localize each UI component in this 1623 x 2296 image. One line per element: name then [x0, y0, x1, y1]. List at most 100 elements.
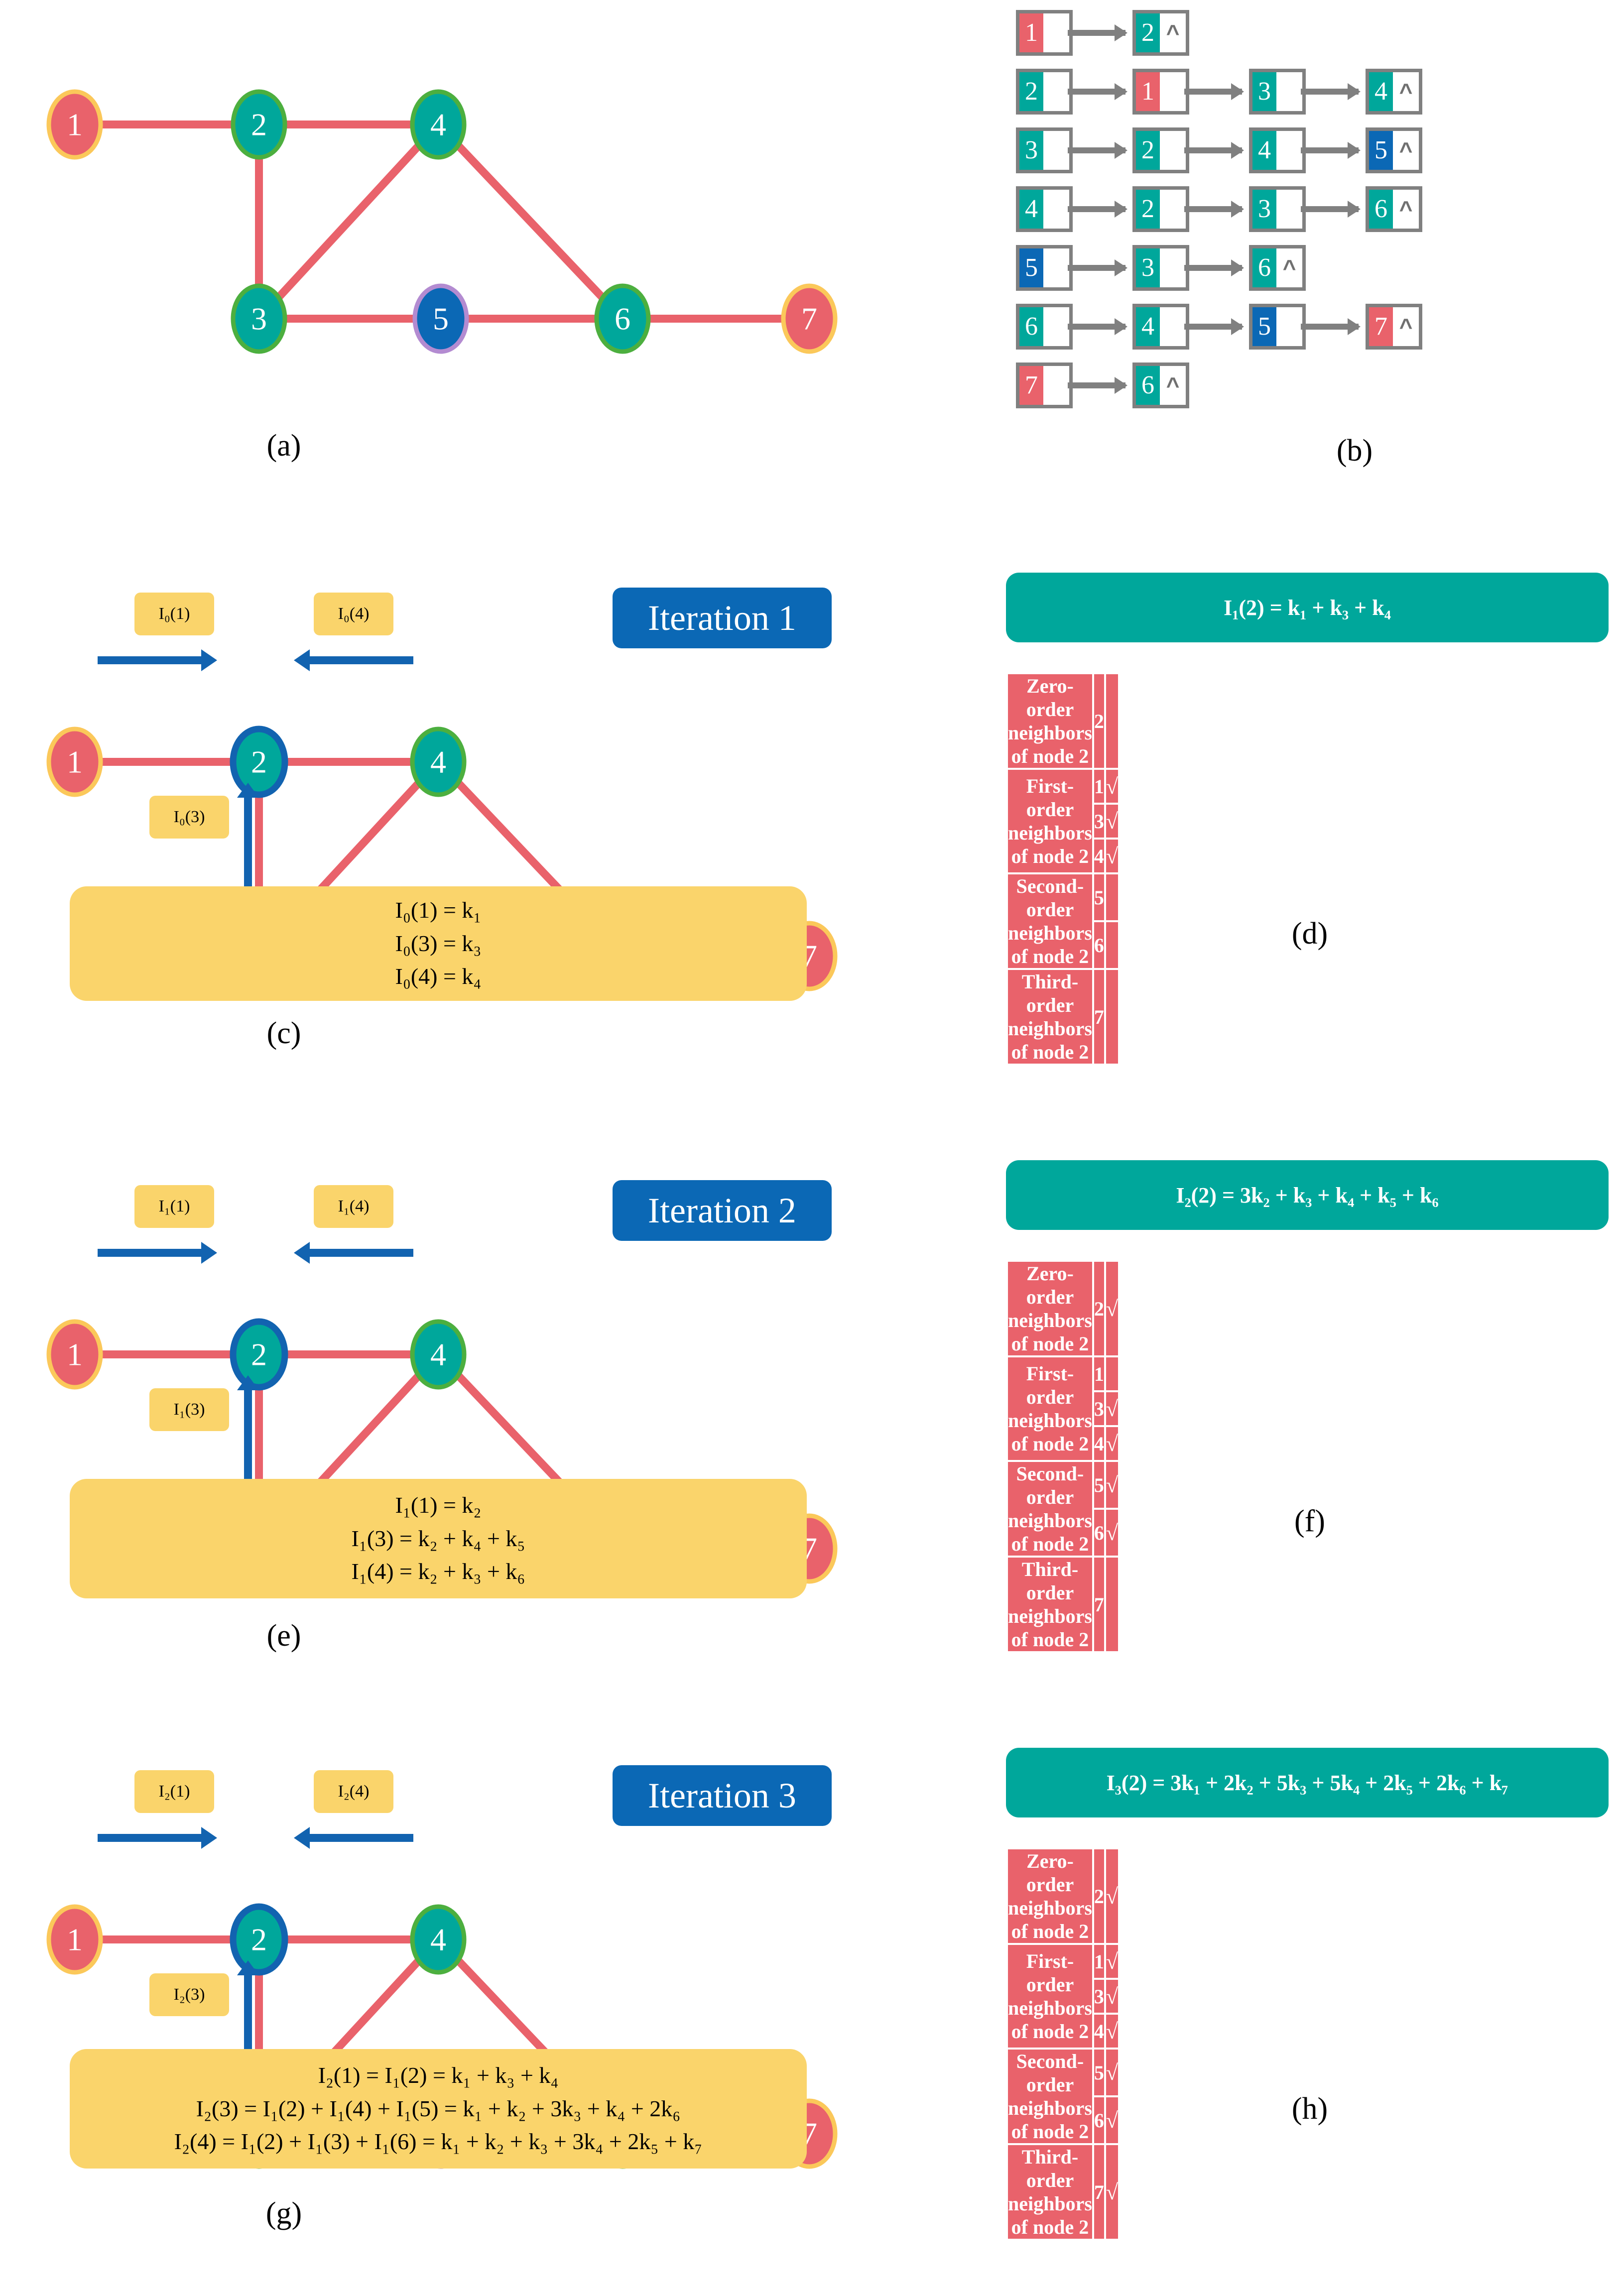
graph-node-3[interactable]: 3	[231, 283, 287, 354]
adjacency-node-id: 3	[1019, 131, 1043, 170]
graph-node-5[interactable]: 5	[412, 283, 469, 354]
adjacency-link-arrow-icon	[1184, 259, 1244, 276]
neighbor-node-id: 1	[1094, 1357, 1104, 1390]
null-pointer-icon: ^	[1393, 190, 1419, 229]
adjacency-link-arrow-icon	[1068, 318, 1127, 335]
graph-node-label-7: 7	[801, 301, 817, 337]
adjacency-node-id: 1	[1136, 72, 1160, 111]
pointer-cell	[1160, 72, 1186, 111]
adjacency-node-id: 5	[1369, 131, 1393, 170]
neighbor-node-id: 7	[1094, 1558, 1104, 1651]
adjacency-cell-7-0: 7	[1016, 363, 1073, 408]
graph-node-4[interactable]: 4	[410, 1319, 467, 1390]
pointer-cell	[1043, 13, 1069, 52]
neighbor-node-id: 5	[1094, 874, 1104, 920]
formula-line-0: I₀(1) = k₁	[395, 897, 482, 923]
graph-node-label-2: 2	[251, 744, 267, 780]
pointer-cell	[1160, 190, 1186, 229]
adjacency-link-arrow-icon	[1184, 201, 1244, 218]
result-header-f: I₂(2) = 3k₂ + k₃ + k₄ + k₅ + k₆	[1006, 1160, 1609, 1230]
checkmark-icon: √	[1106, 1510, 1119, 1556]
adjacency-cell-4-3: 6^	[1366, 186, 1422, 232]
panel-e-caption: (e)	[266, 1619, 301, 1653]
checkmark-icon: √	[1106, 1262, 1119, 1355]
adjacency-link-arrow-icon	[1068, 83, 1127, 100]
adjacency-cell-2-2: 3	[1249, 69, 1306, 115]
pointer-cell	[1276, 131, 1302, 170]
graph-node-label-1: 1	[67, 744, 83, 780]
message-tag-from-4-c: I₀(4)	[314, 593, 393, 635]
graph-node-4[interactable]: 4	[410, 89, 467, 160]
flow-arrow-1-to-2-g	[98, 1827, 217, 1849]
adjacency-link-arrow-icon	[1301, 142, 1361, 159]
adjacency-cell-6-0: 6	[1016, 304, 1073, 350]
panel-a-caption: (a)	[266, 429, 301, 463]
edge-4-6	[434, 121, 626, 323]
null-pointer-icon: ^	[1393, 131, 1419, 170]
pointer-cell	[1043, 72, 1069, 111]
table-row: 3√	[1008, 1980, 1119, 2013]
formula-line-0: I₁(1) = k₂	[395, 1492, 482, 1518]
neighbor-group-label: Third-order neighbors of node 2	[1008, 970, 1092, 1064]
message-tag-from-3-e: I₁(3)	[149, 1388, 229, 1431]
neighbor-node-id: 2	[1094, 674, 1104, 768]
neighbor-group-label: Zero-order neighbors of node 2	[1008, 1849, 1092, 1943]
message-tag-from-4-g: I₂(4)	[314, 1770, 393, 1813]
network-graph-a: 1 2 3 4 5 6 7	[0, 0, 876, 388]
checkmark-icon: √	[1106, 1392, 1119, 1425]
flow-arrow-4-to-2-e	[294, 1242, 413, 1264]
check-cell-empty	[1106, 674, 1119, 768]
graph-node-4[interactable]: 4	[410, 726, 467, 797]
pointer-cell	[1043, 248, 1069, 287]
graph-node-1[interactable]: 1	[46, 1319, 103, 1390]
adjacency-node-id: 3	[1252, 190, 1276, 229]
null-pointer-icon: ^	[1160, 366, 1186, 405]
neighbor-node-id: 2	[1094, 1262, 1104, 1355]
pointer-cell	[1043, 366, 1069, 405]
adjacency-node-id: 4	[1369, 72, 1393, 111]
adjacency-node-id: 6	[1019, 307, 1043, 346]
neighbor-node-id: 4	[1094, 840, 1104, 872]
graph-node-1[interactable]: 1	[46, 726, 103, 797]
graph-node-2[interactable]: 2	[230, 1318, 288, 1391]
flow-arrow-1-to-2-c	[98, 649, 217, 671]
graph-node-2[interactable]: 2	[230, 725, 288, 798]
adjacency-link-arrow-icon	[1301, 201, 1361, 218]
table-row: 4√	[1008, 2015, 1119, 2048]
adjacency-cell-6-2: 5	[1249, 304, 1306, 350]
formula-line-2: I₁(4) = k₂ + k₃ + k₆	[351, 1559, 525, 1584]
graph-node-4[interactable]: 4	[410, 1904, 467, 1975]
adjacency-cell-1-0: 1	[1016, 10, 1073, 56]
adjacency-node-id: 6	[1369, 190, 1393, 229]
graph-node-1[interactable]: 1	[46, 1904, 103, 1975]
graph-node-2[interactable]: 2	[230, 1903, 288, 1976]
graph-node-7[interactable]: 7	[781, 283, 838, 354]
graph-node-label-1: 1	[67, 1922, 83, 1957]
adjacency-link-arrow-icon	[1301, 318, 1361, 335]
check-cell-empty	[1106, 1558, 1119, 1651]
check-cell-empty	[1106, 970, 1119, 1064]
graph-node-1[interactable]: 1	[46, 89, 103, 160]
iteration-badge-1: Iteration 1	[613, 588, 832, 648]
checkmark-icon: √	[1106, 1945, 1119, 1978]
result-header-h: I₃(2) = 3k₁ + 2k₂ + 5k₃ + 5k₄ + 2k₅ + 2k…	[1006, 1748, 1609, 1817]
checkmark-icon: √	[1106, 2050, 1119, 2095]
adjacency-node-id: 6	[1252, 248, 1276, 287]
adjacency-cell-3-2: 4	[1249, 127, 1306, 173]
adjacency-node-id: 2	[1019, 72, 1043, 111]
graph-node-2[interactable]: 2	[231, 89, 287, 160]
message-tag-from-3-c: I₀(3)	[149, 796, 229, 839]
graph-node-6[interactable]: 6	[594, 283, 651, 354]
message-tag-from-3-g: I₂(3)	[149, 1973, 229, 2016]
flow-arrow-4-to-2-c	[294, 649, 413, 671]
